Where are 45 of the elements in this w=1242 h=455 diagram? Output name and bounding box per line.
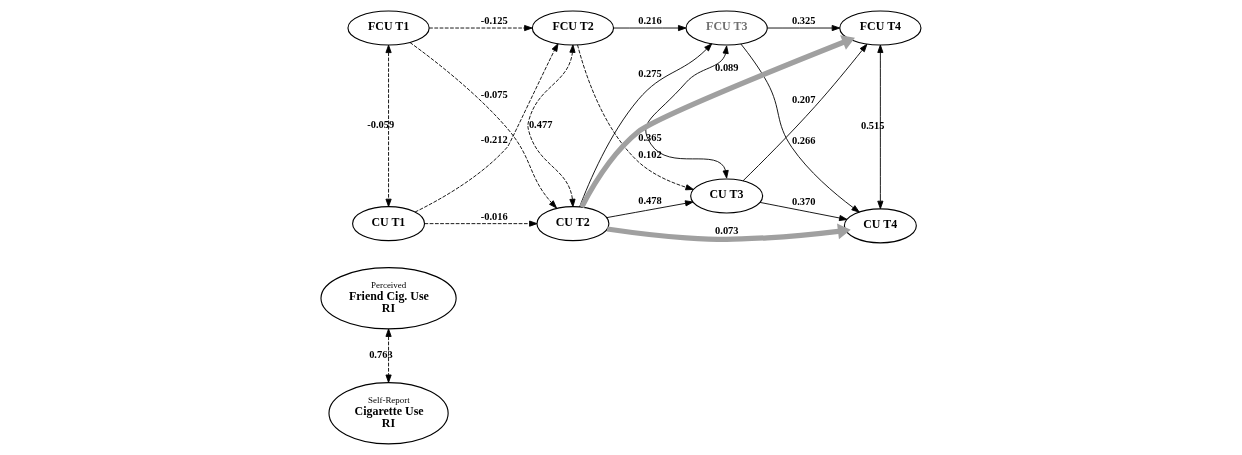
arrow	[527, 44, 576, 208]
node-ellipse: CU T3	[690, 178, 764, 214]
edge-label: 0.275	[638, 67, 662, 79]
edge-label: 0.102	[638, 149, 662, 161]
arrow	[424, 220, 538, 227]
arrow	[579, 35, 855, 209]
edge-label: 0.207	[791, 93, 816, 105]
edge-label: 0.365	[638, 131, 662, 143]
node-ellipse: FCU T1	[347, 10, 430, 46]
node-ellipse: Perceived Friend Cig. Use RI	[320, 267, 457, 330]
node-ellipse: Self-Report Cigarette Use RI	[328, 382, 449, 445]
edge-label: -0.075	[480, 88, 508, 100]
arrow	[428, 24, 533, 32]
arrow	[385, 328, 392, 383]
arrow	[577, 44, 694, 191]
arrow	[645, 45, 729, 179]
edge-label: -0.212	[480, 134, 508, 146]
node-ellipse: FCU T3	[685, 10, 768, 46]
node-ellipse: FCU T2	[531, 10, 615, 46]
edge-label: -0.059	[367, 118, 395, 130]
edge-label: 0.266	[791, 134, 816, 146]
edge-label: 0.089	[715, 62, 739, 74]
arrow	[606, 223, 851, 242]
edge-label: 0.073	[715, 225, 739, 237]
arrow	[759, 201, 848, 222]
edge-label: 0.477	[528, 118, 553, 130]
edge-label: 0.370	[791, 196, 816, 208]
arrow	[385, 44, 392, 208]
arrow	[877, 44, 884, 210]
arrow	[766, 24, 841, 32]
arrow	[613, 24, 687, 32]
edge-label: 0.325	[791, 15, 816, 27]
edge-label: 0.763	[369, 348, 393, 360]
arrow	[606, 200, 694, 219]
arrow	[579, 43, 713, 208]
node-ellipse: CU T2	[536, 206, 610, 242]
edge-label: -0.016	[480, 211, 508, 223]
edge-label: -0.125	[480, 15, 508, 27]
node-ellipse: CU T1	[352, 206, 426, 242]
arrow	[742, 43, 868, 182]
node-ellipse: CU T4	[843, 208, 917, 244]
arrow	[740, 43, 860, 213]
node-ellipse: FCU T4	[839, 10, 922, 46]
edge-label: 0.216	[638, 15, 662, 27]
edge-label: 0.478	[638, 195, 662, 207]
